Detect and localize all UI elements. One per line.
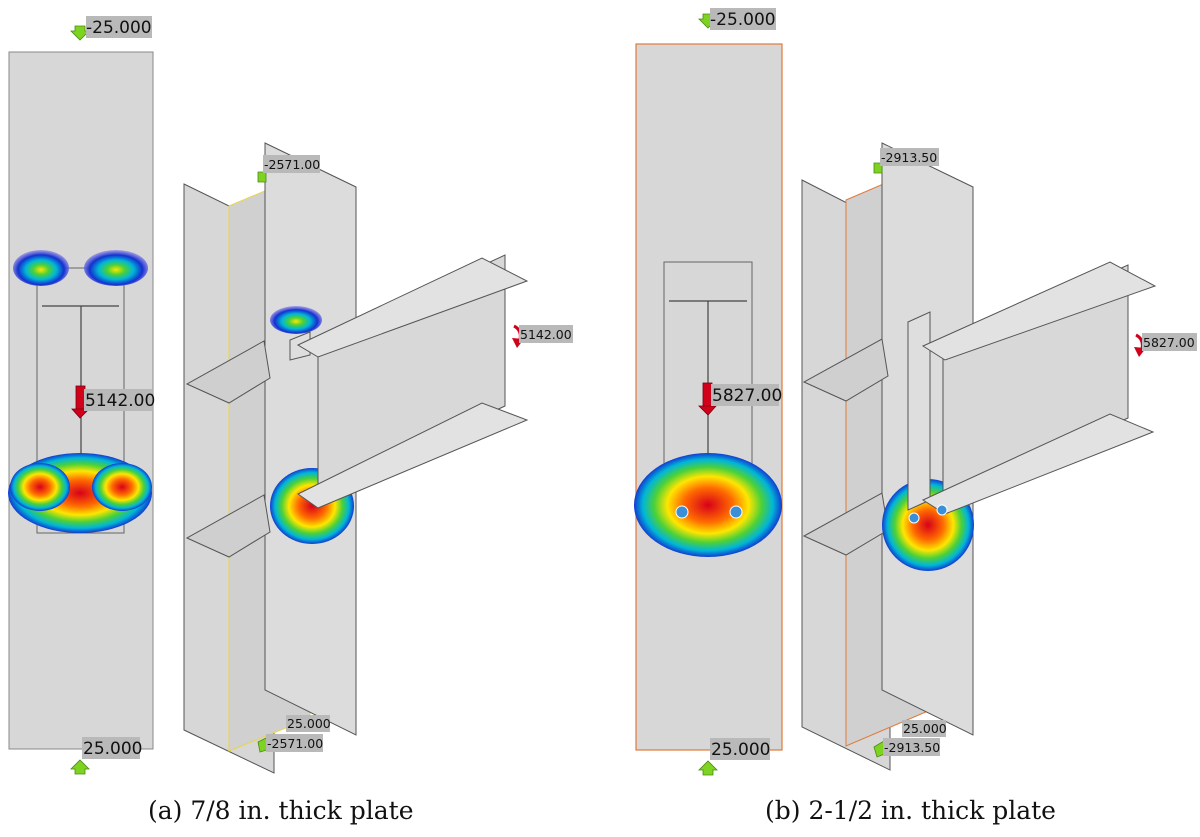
iso-bottom-label-2-a: -2571.00 xyxy=(267,736,323,751)
iso-moment-label-b: 5827.00 xyxy=(1143,335,1195,350)
stress-contour-bottom-b xyxy=(634,453,782,557)
front-load-label-a: 5142.00 xyxy=(85,391,155,411)
front-load-label-b: 5827.00 xyxy=(712,386,782,406)
label-bg xyxy=(710,738,770,760)
support-arrow-top-a xyxy=(70,25,90,41)
beam-bottom-flange-a xyxy=(297,402,529,509)
label-bg xyxy=(902,720,946,737)
stress-contour-bottom-a xyxy=(8,453,152,533)
label-bg xyxy=(286,715,330,732)
label-bg xyxy=(263,155,320,173)
caption-a: (a) 7/8 in. thick plate xyxy=(148,796,414,825)
label-bg xyxy=(711,384,779,406)
panel-a: -25.000 25.000 5142.00 xyxy=(8,16,573,775)
beam-top-flange-b xyxy=(921,261,1157,361)
iso-moment-label-a: 5142.00 xyxy=(520,327,572,342)
caption-b: (b) 2-1/2 in. thick plate xyxy=(765,796,1056,825)
isometric-model-a xyxy=(183,142,529,774)
label-bg xyxy=(86,16,152,38)
support-arrow-bottom-a xyxy=(70,759,90,775)
label-bg xyxy=(519,325,573,343)
label-bg xyxy=(266,734,323,752)
front-top-label-b: -25.000 xyxy=(710,10,776,30)
label-bg xyxy=(710,8,776,30)
label-bg xyxy=(880,148,939,166)
iso-bottom-label-1-b: 25.000 xyxy=(903,721,947,736)
end-plate-b xyxy=(907,311,931,511)
front-top-label-a: -25.000 xyxy=(86,18,152,38)
label-bg xyxy=(84,389,152,411)
support-arrow-iso-top-a xyxy=(257,171,267,183)
stress-contour-top-a xyxy=(13,250,148,286)
stiffener-bottom-a xyxy=(185,494,271,558)
iso-top-label-a: -2571.00 xyxy=(264,157,320,172)
panel-b: -25.000 25.000 5827.00 -2913. xyxy=(634,8,1197,776)
beam-top-flange-a xyxy=(296,257,529,358)
isometric-model-b xyxy=(801,142,1157,771)
label-bg xyxy=(883,738,940,756)
support-arrow-bottom-b xyxy=(698,760,718,776)
front-bottom-label-a: 25.000 xyxy=(83,739,142,759)
label-bg xyxy=(1142,333,1197,351)
stiffener-top-b xyxy=(802,338,889,402)
iso-top-label-b: -2913.50 xyxy=(881,150,937,165)
iso-bottom-label-2-b: -2913.50 xyxy=(884,740,940,755)
label-bg xyxy=(82,737,140,759)
iso-bottom-label-1-a: 25.000 xyxy=(287,716,331,731)
front-bottom-label-b: 25.000 xyxy=(711,740,770,760)
stiffener-top-a xyxy=(185,340,271,404)
